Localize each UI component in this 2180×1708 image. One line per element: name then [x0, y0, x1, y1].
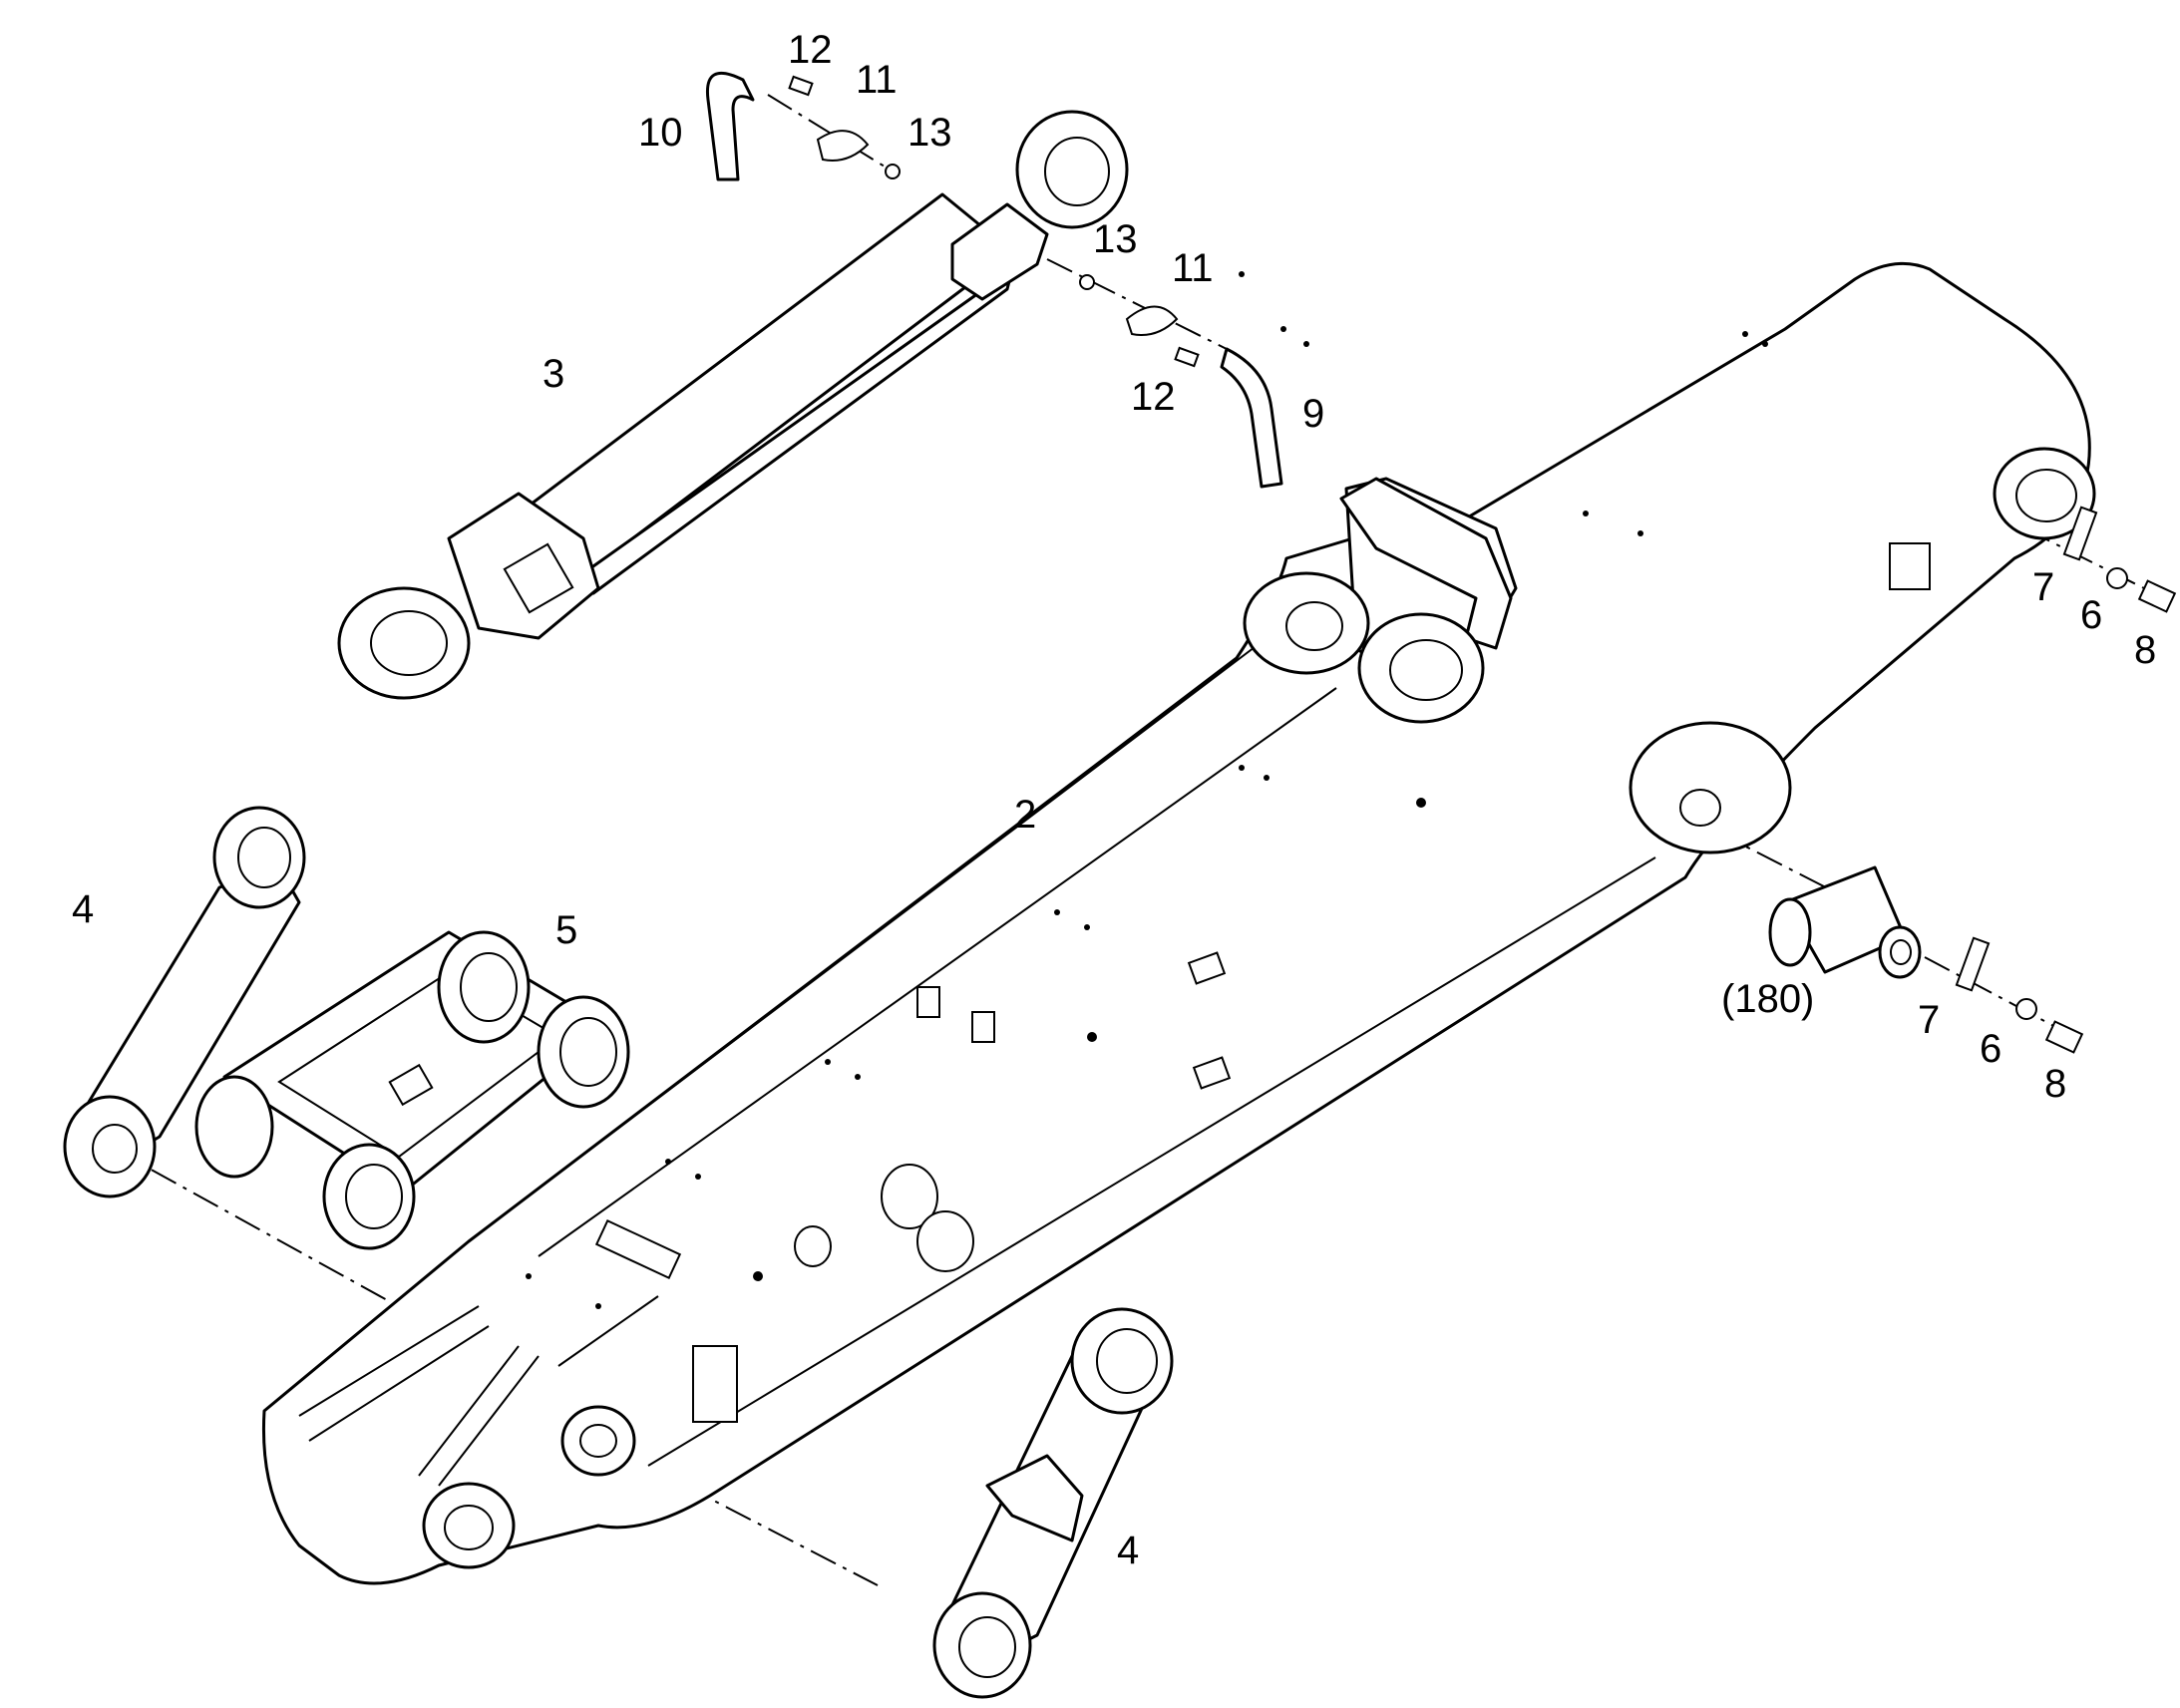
retainer-plate-7-bottom	[1955, 936, 1991, 992]
bolt-8-top	[2137, 579, 2177, 613]
link-left-eye-bottom-bore	[92, 1124, 138, 1174]
clamp-hardware-top	[788, 75, 901, 179]
frame-plate	[388, 1063, 434, 1107]
callout-10: 10	[638, 111, 683, 155]
link-lower-eye-bottom-bore	[958, 1616, 1016, 1678]
boom-cover-1	[881, 1164, 938, 1229]
callout-6-bottom: 6	[1980, 1027, 2001, 1071]
frame-boss-1-bore	[460, 952, 518, 1022]
callout-12-right: 12	[1131, 375, 1176, 419]
cylinder-end-eye-upper-bore	[1044, 137, 1110, 206]
cylinder-barrel	[497, 192, 1004, 585]
clamp-11-right	[1125, 305, 1179, 336]
boom-cover-3	[794, 1225, 832, 1267]
callout-7-bottom: 7	[1918, 998, 1940, 1042]
cylinder-mount-bracket	[950, 202, 1049, 301]
oring-13-top	[885, 164, 901, 179]
boom-top-plate	[594, 1218, 682, 1280]
callout-12-top: 12	[788, 28, 833, 72]
callout-4-left: 4	[72, 887, 94, 931]
screw-12-top	[788, 75, 814, 97]
retainer-plate-7-top	[2062, 506, 2098, 561]
boom-head-lug-right-bore	[1389, 639, 1463, 701]
boom-side-plate-bore	[1679, 789, 1721, 827]
callout-13-right: 13	[1093, 217, 1138, 261]
oring-13-right	[1079, 274, 1095, 290]
callout-8-bottom: 8	[2044, 1062, 2066, 1106]
clamp-hardware-right	[1079, 274, 1200, 368]
hose-10-body	[705, 71, 755, 181]
hose-part-9	[1220, 347, 1283, 489]
callout-4-bottom: 4	[1117, 1529, 1139, 1572]
boom-top-edge	[468, 637, 1337, 1257]
retainer-hardware-bottom	[1955, 936, 2084, 1054]
bolt-8-bottom	[2044, 1020, 2084, 1054]
callout-180: (180)	[1721, 977, 1814, 1021]
callout-11-top: 11	[856, 58, 898, 102]
callout-9: 9	[1302, 392, 1324, 436]
boom-part-2	[261, 261, 2096, 1585]
boom-head-frame	[1339, 477, 1513, 650]
callout-3: 3	[543, 352, 564, 396]
frame-tube-end	[194, 1075, 274, 1179]
callout-11-right: 11	[1172, 246, 1214, 290]
boom-lower-lug-2-bore	[579, 1424, 617, 1458]
cylinder-port-block	[503, 542, 574, 614]
frame-boss-2-bore	[559, 1017, 617, 1087]
boom-pad-4	[971, 1011, 995, 1043]
boom-pad-1	[1187, 951, 1227, 985]
boom-bolt-holes	[526, 271, 1768, 1309]
retainer-hardware-top	[2062, 506, 2177, 613]
callout-8-top: 8	[2134, 628, 2156, 672]
callout-2: 2	[1014, 793, 1036, 837]
link-lower-eye-top-bore	[1096, 1328, 1158, 1394]
hose-9-body	[1220, 347, 1283, 489]
boom-side-plate-rect	[692, 1345, 738, 1423]
boom-pad-2	[1192, 1056, 1232, 1090]
link-part-4-upper-left	[63, 806, 306, 1198]
clamp-11-top	[816, 130, 870, 162]
callout-5: 5	[555, 908, 577, 952]
leader-line-retainer-bottom	[1924, 956, 2075, 1038]
pin-collar-bore	[1890, 939, 1912, 965]
boom-underside-edge	[647, 856, 1656, 1467]
callout-7-top: 7	[2032, 565, 2054, 609]
frame-part-5	[194, 930, 630, 1250]
boom-access-plate	[1889, 542, 1931, 590]
washer-6-bottom	[2015, 998, 2037, 1020]
boom-pad-3	[916, 986, 940, 1018]
frame-boss-3-bore	[345, 1164, 403, 1229]
boom-body	[261, 261, 2091, 1585]
boom-side-plate	[1629, 721, 1792, 854]
link-part-4-lower	[932, 1307, 1174, 1699]
leader-line-hose-right	[1046, 258, 1238, 355]
leader-line-retainer-top	[2023, 527, 2165, 599]
screw-12-right	[1174, 346, 1200, 368]
leader-line-hose-top	[767, 94, 899, 175]
pin-end	[1768, 897, 1812, 967]
boom-head-lug-left-bore	[1285, 601, 1343, 651]
boom-cover-2	[916, 1210, 974, 1272]
callout-13-top: 13	[908, 111, 952, 155]
callout-labels: 2 3 4 4 5 6 6 7 7 8 8 9 10 11 11 12 12 1…	[72, 28, 2156, 1572]
callout-6-top: 6	[2080, 593, 2102, 637]
link-left-eye-top-bore	[237, 827, 291, 888]
washer-6-top	[2106, 567, 2128, 589]
link-lower-clamp	[985, 1454, 1084, 1542]
cylinder-part-3	[337, 110, 1129, 700]
boom-lower-bracket-ribs	[298, 1295, 659, 1487]
cylinder-rod-eye-lower-bore	[370, 610, 448, 676]
leader-line-link-left	[109, 1146, 390, 1302]
boom-foot-bore	[2015, 469, 2077, 522]
boom-lower-lug-1-bore	[444, 1505, 494, 1550]
pin-part-180	[1768, 865, 1922, 979]
hose-part-10	[705, 71, 755, 181]
